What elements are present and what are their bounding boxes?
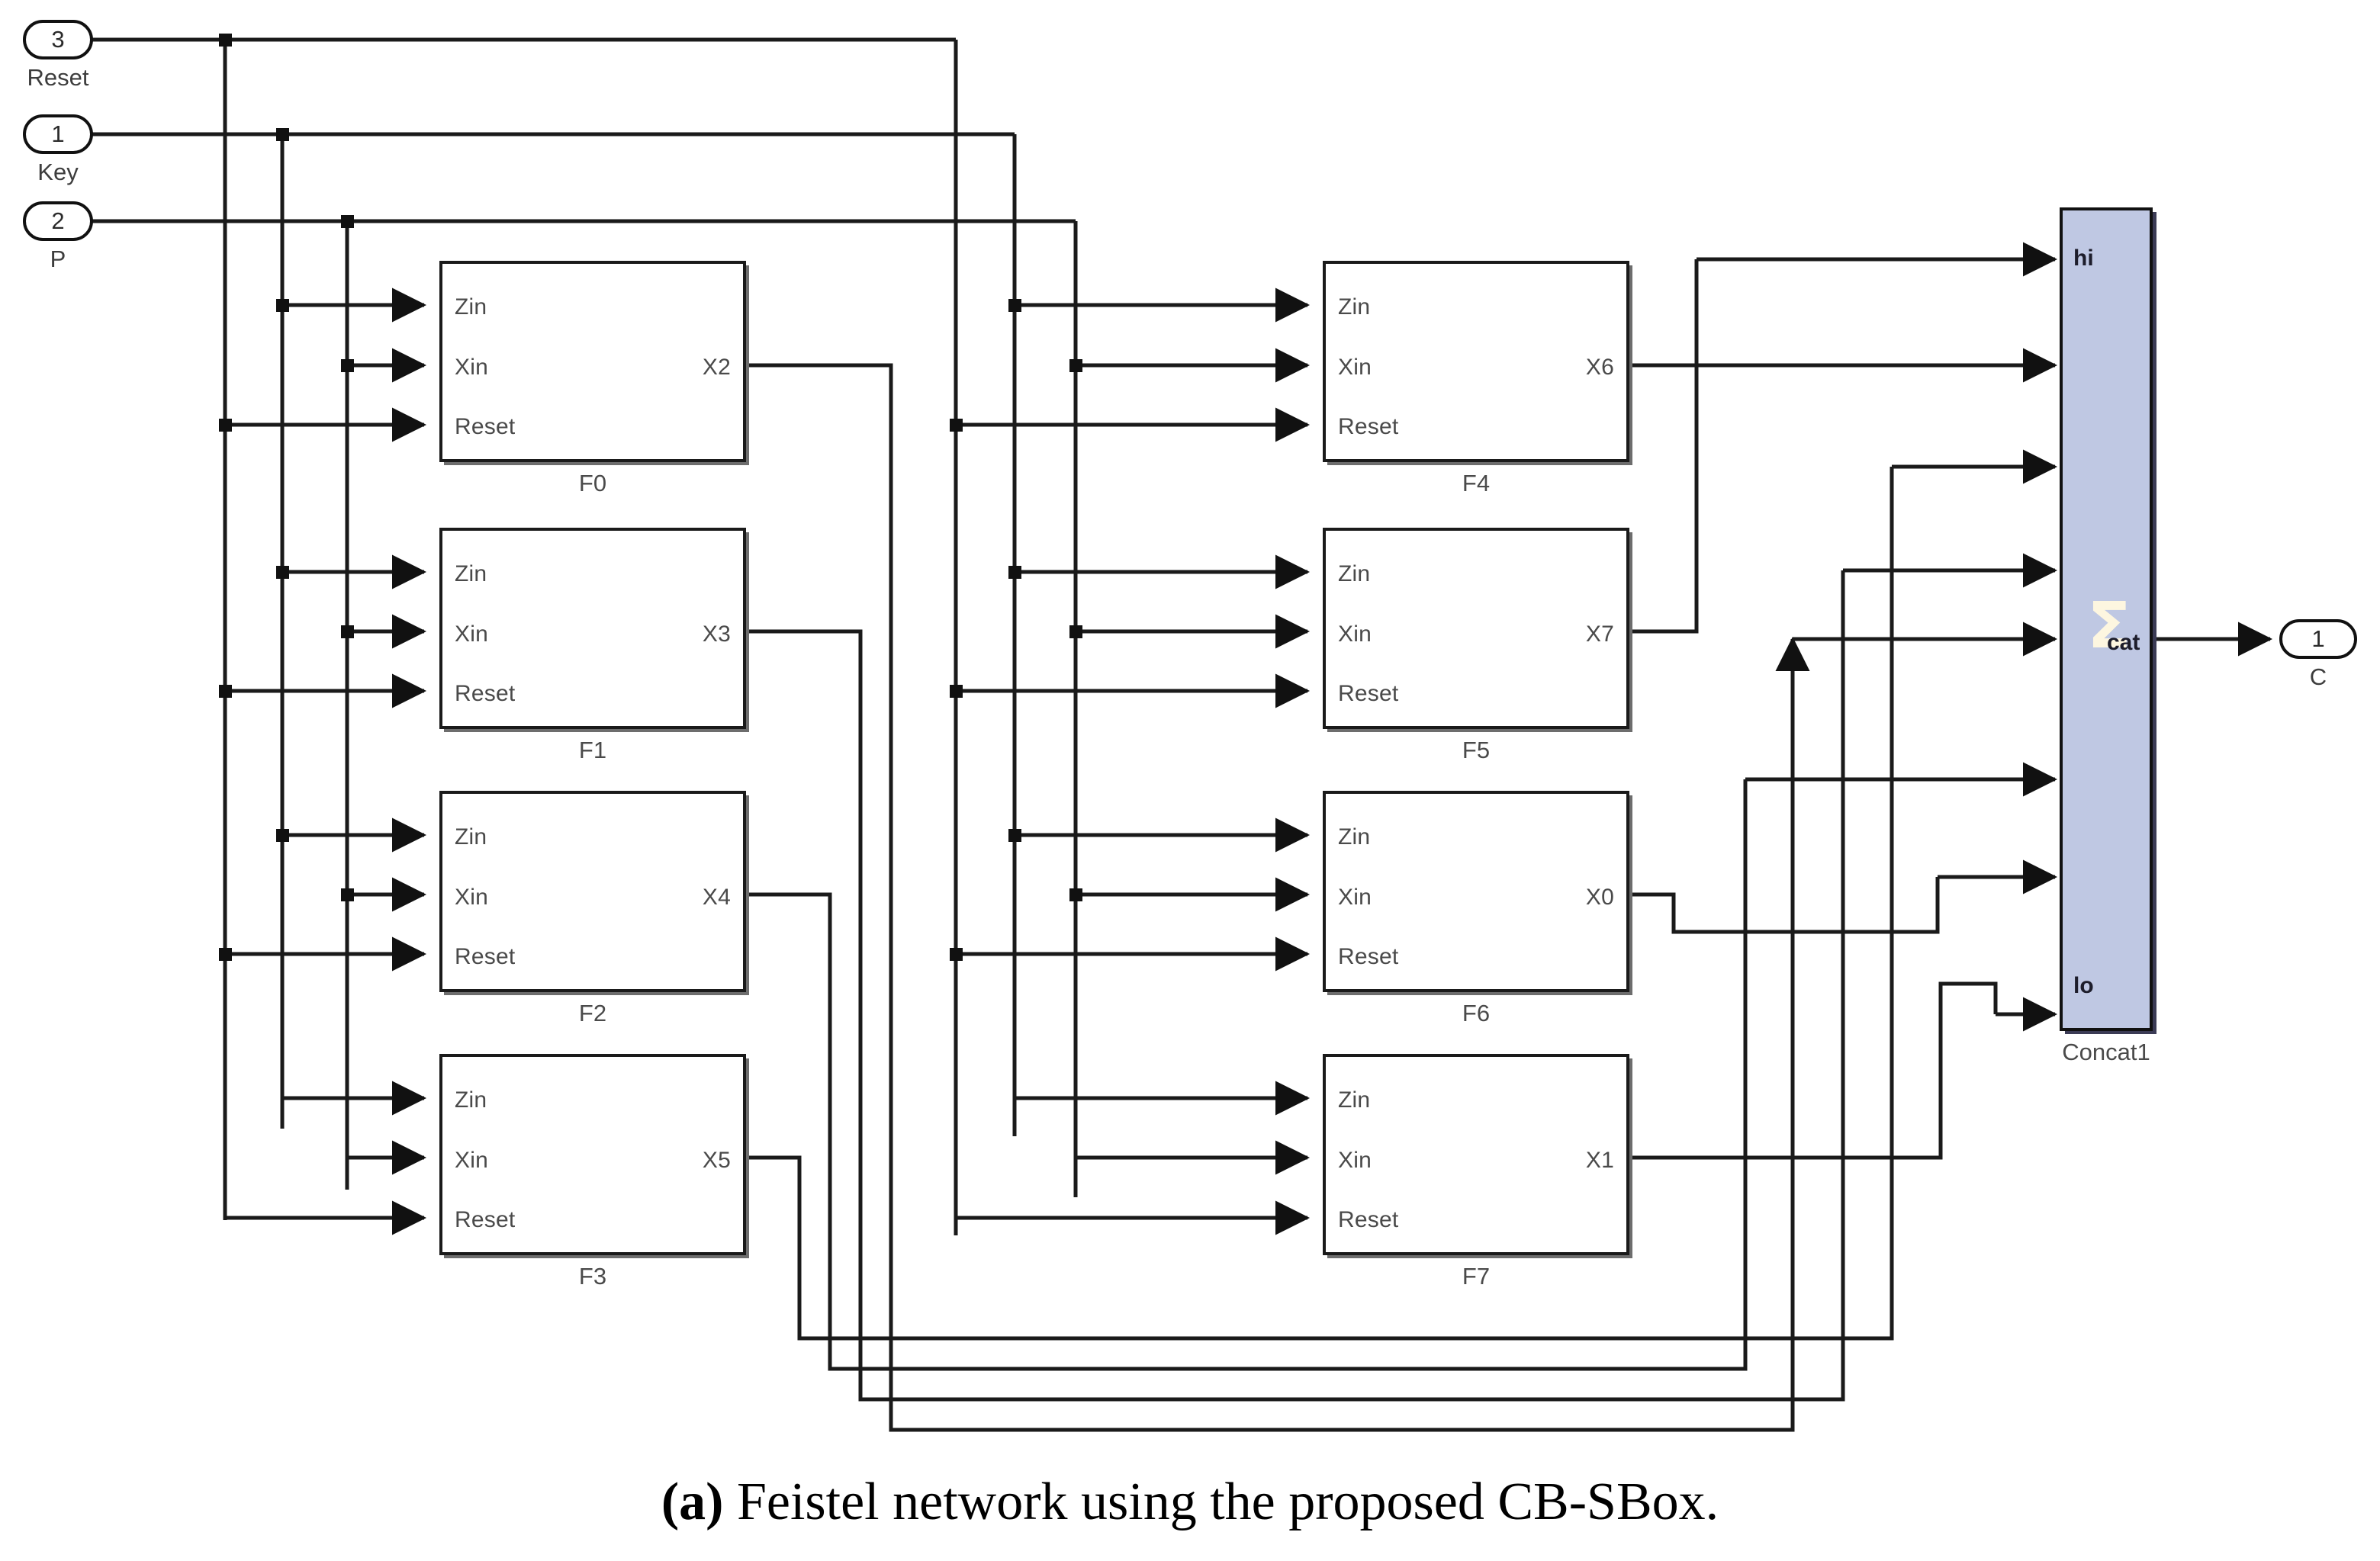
block-f0-pin-reset: Reset (455, 414, 516, 439)
block-f3-pin-zin: Zin (455, 1087, 487, 1113)
block-f7[interactable]: Zin Xin Reset X1 (1323, 1054, 1629, 1255)
figure-caption-text: Feistel network using the proposed CB-SB… (723, 1473, 1719, 1531)
figure-caption-tag: (a) (661, 1473, 724, 1531)
block-f1-pin-out: X3 (702, 622, 731, 647)
concat-pin-lo: lo (2073, 973, 2094, 998)
block-f4[interactable]: Zin Xin Reset X6 (1323, 261, 1629, 462)
output-port-c[interactable]: 1 (2279, 619, 2357, 659)
block-f5-pin-out: X7 (1585, 622, 1614, 647)
block-f7-pin-reset: Reset (1338, 1207, 1399, 1232)
block-f6-pin-zin: Zin (1338, 824, 1371, 850)
concat-sigma-icon: Σ (2087, 588, 2131, 663)
block-f0-label: F0 (578, 470, 607, 496)
output-port-c-number: 1 (2311, 625, 2325, 652)
block-f2-pin-xin: Xin (455, 885, 488, 910)
block-f7-pin-zin: Zin (1338, 1087, 1371, 1113)
concat-block[interactable]: hi Σ cat lo (2060, 207, 2153, 1031)
input-port-p-label: P (50, 246, 66, 272)
block-f3-pin-reset: Reset (455, 1207, 516, 1232)
input-port-key[interactable]: 1 (23, 114, 93, 154)
block-f4-label: F4 (1462, 470, 1491, 496)
block-f7-pin-out: X1 (1585, 1148, 1614, 1173)
block-f6-pin-reset: Reset (1338, 944, 1399, 969)
block-f1-pin-zin: Zin (455, 561, 487, 586)
input-port-reset-number: 3 (51, 26, 65, 53)
block-f6[interactable]: Zin Xin Reset X0 (1323, 791, 1629, 992)
block-f3-pin-out: X5 (702, 1148, 731, 1173)
block-f6-pin-out: X0 (1585, 885, 1614, 910)
block-f3-pin-xin: Xin (455, 1148, 488, 1173)
block-f1-label: F1 (578, 737, 607, 763)
block-f2-label: F2 (578, 1000, 607, 1026)
block-f4-pin-reset: Reset (1338, 414, 1399, 439)
block-f1-pin-xin: Xin (455, 622, 488, 647)
block-f7-label: F7 (1462, 1263, 1491, 1290)
block-f6-pin-xin: Xin (1338, 885, 1372, 910)
block-f5-pin-reset: Reset (1338, 681, 1399, 706)
block-f0-pin-xin: Xin (455, 355, 488, 380)
block-f4-pin-zin: Zin (1338, 294, 1371, 320)
block-f0[interactable]: Zin Xin Reset X2 (439, 261, 746, 462)
block-f2[interactable]: Zin Xin Reset X4 (439, 791, 746, 992)
block-f4-pin-out: X6 (1585, 355, 1614, 380)
input-port-reset[interactable]: 3 (23, 20, 93, 59)
block-f2-pin-out: X4 (702, 885, 731, 910)
block-f5-pin-zin: Zin (1338, 561, 1371, 586)
figure-caption: (a) Feistel network using the proposed C… (0, 1472, 2380, 1533)
block-f3[interactable]: Zin Xin Reset X5 (439, 1054, 746, 1255)
block-f0-pin-zin: Zin (455, 294, 487, 320)
block-f2-pin-reset: Reset (455, 944, 516, 969)
input-port-reset-label: Reset (27, 64, 89, 91)
input-port-key-number: 1 (51, 120, 65, 147)
block-f1[interactable]: Zin Xin Reset X3 (439, 528, 746, 729)
block-f5-label: F5 (1462, 737, 1491, 763)
input-port-p-number: 2 (51, 207, 65, 234)
block-f4-pin-xin: Xin (1338, 355, 1372, 380)
block-f2-pin-zin: Zin (455, 824, 487, 850)
output-port-c-label: C (2309, 663, 2327, 690)
input-port-key-label: Key (37, 159, 79, 185)
input-port-p[interactable]: 2 (23, 201, 93, 241)
block-f3-label: F3 (578, 1263, 607, 1290)
block-f7-pin-xin: Xin (1338, 1148, 1372, 1173)
concat-block-label: Concat1 (2062, 1039, 2150, 1065)
concat-symbol-label: cat (2107, 630, 2140, 655)
block-f0-pin-out: X2 (702, 355, 731, 380)
block-f5-pin-xin: Xin (1338, 622, 1372, 647)
block-f5[interactable]: Zin Xin Reset X7 (1323, 528, 1629, 729)
block-f1-pin-reset: Reset (455, 681, 516, 706)
block-f6-label: F6 (1462, 1000, 1491, 1026)
concat-pin-hi: hi (2073, 246, 2094, 271)
